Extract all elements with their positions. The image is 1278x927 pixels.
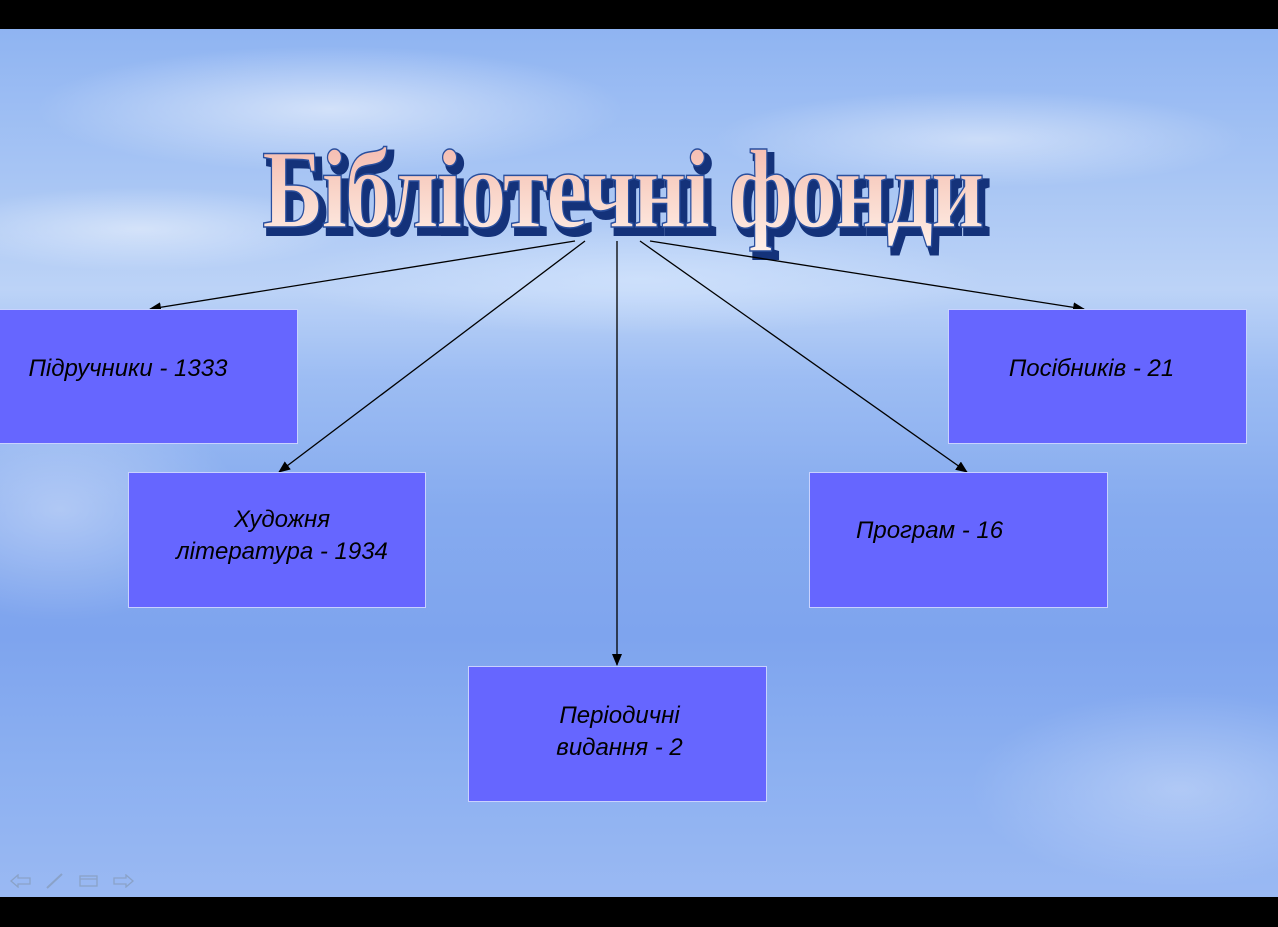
box-periodicals: Періодичні видання - 2: [468, 666, 767, 802]
arrow-to-programs: [639, 240, 968, 473]
arrow-to-fiction: [278, 240, 586, 473]
box-programs: Програм - 16: [809, 472, 1108, 608]
arrow-to-manuals: [649, 240, 1085, 313]
letterbox-bottom: [0, 897, 1278, 927]
pen-icon[interactable]: [42, 870, 68, 892]
box-programs-label: Програм - 16: [855, 517, 1004, 544]
next-slide-icon[interactable]: [110, 870, 136, 892]
slide-title-graphic: Бібліотечні фонди Бібліотечні фонди: [261, 127, 993, 261]
box-manuals: Посібників - 21: [948, 309, 1247, 444]
box-textbooks-label: Підручники - 1333: [28, 355, 228, 382]
box-manuals-label: Посібників - 21: [1008, 355, 1175, 382]
presentation-slide: Бібліотечні фонди Бібліотечні фонди Підр…: [0, 29, 1278, 897]
box-fiction-label: Художня література - 1934: [176, 506, 388, 565]
box-periodicals-label: Періодичні видання - 2: [556, 702, 683, 761]
arrow-to-textbooks: [149, 240, 576, 313]
box-fiction: Художня література - 1934: [128, 472, 426, 608]
slideshow-controls: [8, 869, 136, 893]
connector-arrows: [149, 240, 1085, 666]
slide-title: Бібліотечні фонди: [262, 128, 982, 252]
previous-slide-icon[interactable]: [8, 870, 34, 892]
box-textbooks: Підручники - 1333: [0, 309, 298, 444]
slide-title-shadow: Бібліотечні фонди: [267, 134, 987, 258]
slide-menu-icon[interactable]: [76, 870, 102, 892]
letterbox-top: [0, 0, 1278, 29]
